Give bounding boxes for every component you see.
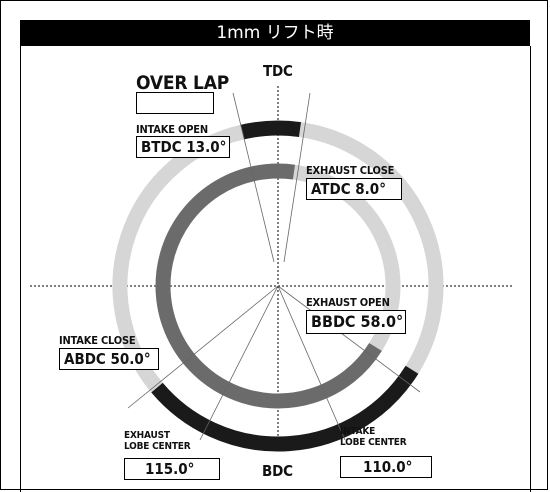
exhaust-close-value: ATDC 8.0° (311, 180, 386, 198)
overlap-value-box (136, 92, 214, 114)
exhaust-open-value-box: BBDC 58.0° (306, 310, 406, 334)
exhaust-duration-arc (151, 365, 419, 452)
exhaust-open-line (277, 285, 421, 393)
intake-close-value-box: ABDC 50.0° (59, 348, 159, 370)
diagram-panel (20, 46, 531, 492)
intake-lobe-center-line (277, 285, 346, 441)
intake-open-label: INTAKE OPEN (136, 123, 208, 136)
exhaust-lobe-center-label-line1: EXHAUST (124, 430, 170, 441)
exhaust-lobe-center-value: 115.0° (145, 460, 195, 478)
intake-lobe-center-value-box: 110.0° (340, 456, 432, 478)
intake-open-line (232, 92, 275, 263)
intake-close-label: INTAKE CLOSE (59, 334, 136, 347)
intake-lobe-center-value: 110.0° (363, 458, 413, 476)
overlap-dark-arc (240, 120, 302, 140)
intake-close-value: ABDC 50.0° (64, 350, 151, 368)
bdc-label: BDC (262, 462, 293, 480)
exhaust-lobe-center-value-box: 115.0° (124, 458, 220, 480)
exhaust-lobe-center-line (199, 285, 279, 441)
exhaust-close-label: EXHAUST CLOSE (306, 164, 395, 177)
intake-lobe-center-label-line2: LOBE CENTER (340, 437, 407, 448)
intake-lobe-center-label-line1: INTAKE (340, 426, 376, 437)
title-bar: 1mm リフト時 (20, 20, 530, 46)
intake-open-value: BTDC 13.0° (141, 138, 227, 156)
intake-close-line (127, 285, 279, 409)
outer-ring-group (151, 122, 444, 452)
overlap-label: OVER LAP (136, 72, 230, 94)
exhaust-light-arc (298, 122, 444, 374)
intake-duration-arc (155, 163, 382, 409)
exhaust-close-line (283, 92, 311, 263)
exhaust-open-value: BBDC 58.0° (311, 312, 404, 331)
exhaust-close-value-box: ATDC 8.0° (306, 178, 402, 200)
exhaust-open-label: EXHAUST OPEN (306, 296, 390, 309)
tdc-label: TDC (263, 62, 293, 80)
intake-open-value-box: BTDC 13.0° (136, 136, 230, 158)
exhaust-lobe-center-label-line2: LOBE CENTER (124, 441, 191, 452)
title-text: 1mm リフト時 (216, 23, 334, 43)
